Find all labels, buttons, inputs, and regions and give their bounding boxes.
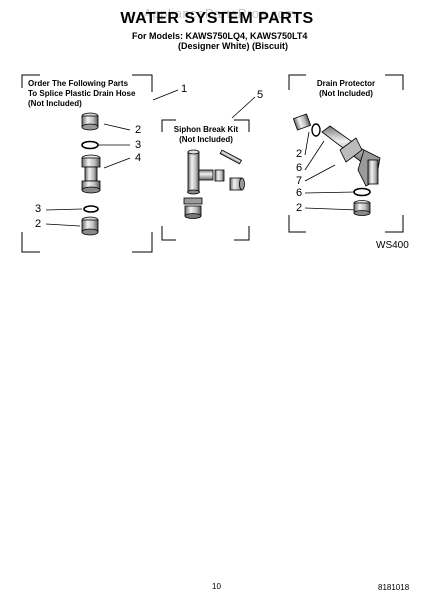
right-box-frame	[288, 74, 404, 233]
left-box-line-1: Order The Following Parts	[28, 79, 129, 88]
callout-right-6a: 6	[296, 162, 303, 174]
right-box-line-1: Drain Protector	[316, 79, 376, 88]
illustration-code: WS400	[376, 240, 409, 251]
middle-box-line-1: Siphon Break Kit	[173, 125, 239, 134]
callout-right-2a: 2	[296, 148, 303, 160]
variants-line: (Designer White) (Biscuit)	[178, 41, 289, 51]
siphon-break-kit-parts	[183, 149, 245, 219]
left-box-title: Order The Following Parts To Splice Plas…	[28, 79, 135, 109]
callout-left-4: 4	[135, 152, 142, 164]
left-box-line-3: (Not Included)	[28, 99, 82, 108]
left-box-frame	[21, 74, 153, 253]
callout-left-3b: 3	[35, 203, 42, 215]
callout-left-2b: 2	[35, 218, 42, 230]
middle-box-title: Siphon Break Kit (Not Included)	[172, 125, 240, 145]
leader-lines	[45, 89, 359, 227]
middle-box-frame	[161, 119, 250, 241]
right-box-line-2: (Not Included)	[319, 89, 373, 98]
right-box-title: Drain Protector (Not Included)	[306, 79, 386, 99]
page-title: WATER SYSTEM PARTS	[120, 10, 314, 27]
callout-left-3a: 3	[135, 139, 142, 151]
callout-right-6b: 6	[296, 187, 303, 199]
models-line: For Models: KAWS750LQ4, KAWS750LT4	[132, 31, 308, 41]
callout-right-7: 7	[296, 175, 303, 187]
watermark: AppliancePartsPros.com	[143, 6, 297, 21]
left-parts	[81, 112, 101, 236]
callout-1: 1	[181, 83, 188, 95]
left-box-line-2: To Splice Plastic Drain Hose	[28, 89, 136, 98]
callout-5: 5	[257, 89, 264, 101]
middle-box-line-2: (Not Included)	[179, 135, 233, 144]
callout-right-2b: 2	[296, 202, 303, 214]
callout-left-2a: 2	[135, 124, 142, 136]
drain-protector-parts	[292, 113, 381, 216]
document-number: 8181018	[378, 583, 410, 592]
page-number: 10	[212, 582, 221, 591]
